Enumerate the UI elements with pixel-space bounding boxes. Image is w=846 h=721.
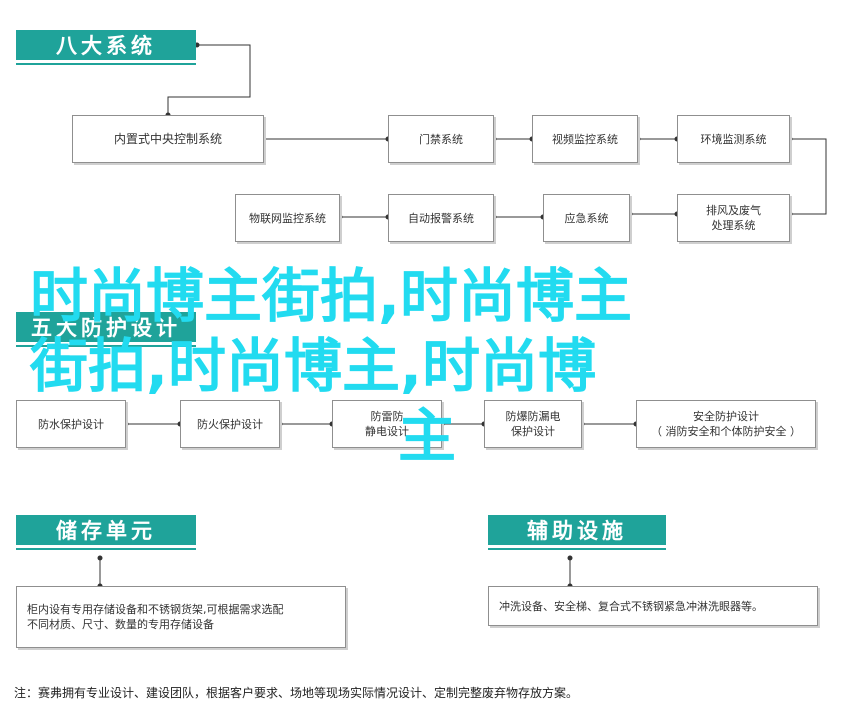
footnote: 注：赛弗拥有专业设计、建设团队，根据客户要求、场地等现场实际情况设计、定制完整废… <box>14 686 579 700</box>
emergency-box: 应急系统 <box>543 194 630 242</box>
overlay-line-1: 时尚博主街拍,时尚博主 <box>30 262 633 330</box>
anti-static-line-2: 静电设计 <box>365 425 409 438</box>
overlay-line-3: 主 <box>398 402 457 470</box>
fireproof-box: 防火保护设计 <box>180 400 280 448</box>
exhaust-treatment-box: 排风及废气 处理系统 <box>677 194 790 242</box>
overlay-line-2: 街拍,时尚博主,时尚博 <box>30 332 597 400</box>
anti-static-box: 防雷防 静电设计 <box>332 400 442 448</box>
central-control-box: 内置式中央控制系统 <box>72 115 264 163</box>
storage-text-line-1: 柜内设有专用存储设备和不锈钢货架,可根据需求选配 <box>27 603 284 616</box>
video-monitor-box: 视频监控系统 <box>532 115 638 163</box>
explosion-line-2: 保护设计 <box>511 425 555 438</box>
safety-line-2: （ 消防安全和个体防护安全 ） <box>651 425 801 438</box>
auxiliary-description-box: 冲洗设备、安全梯、复合式不锈钢紧急冲淋洗眼器等。 <box>488 586 818 626</box>
anti-static-line-1: 防雷防 <box>370 410 404 423</box>
safety-line-1: 安全防护设计 <box>693 410 759 423</box>
iot-monitor-box: 物联网监控系统 <box>235 194 340 242</box>
safety-protection-box: 安全防护设计 （ 消防安全和个体防护安全 ） <box>636 400 816 448</box>
storage-text-line-2: 不同材质、尺寸、数量的专用存储设备 <box>27 618 214 631</box>
eight-systems-header: 八大系统 <box>16 30 196 65</box>
waterproof-box: 防水保护设计 <box>16 400 126 448</box>
exhaust-line-2: 处理系统 <box>711 219 756 232</box>
storage-description-box: 柜内设有专用存储设备和不锈钢货架,可根据需求选配 不同材质、尺寸、数量的专用存储… <box>16 586 346 648</box>
access-control-box: 门禁系统 <box>388 115 494 163</box>
auto-alarm-box: 自动报警系统 <box>388 194 494 242</box>
exhaust-line-1: 排风及废气 <box>706 204 761 217</box>
env-monitor-box: 环境监测系统 <box>677 115 790 163</box>
storage-header: 储存单元 <box>16 515 196 550</box>
explosion-leak-box: 防爆防漏电 保护设计 <box>484 400 582 448</box>
five-protection-header: 五大防护设计 <box>16 312 196 347</box>
auxiliary-header: 辅助设施 <box>488 515 666 550</box>
explosion-line-1: 防爆防漏电 <box>505 410 561 423</box>
